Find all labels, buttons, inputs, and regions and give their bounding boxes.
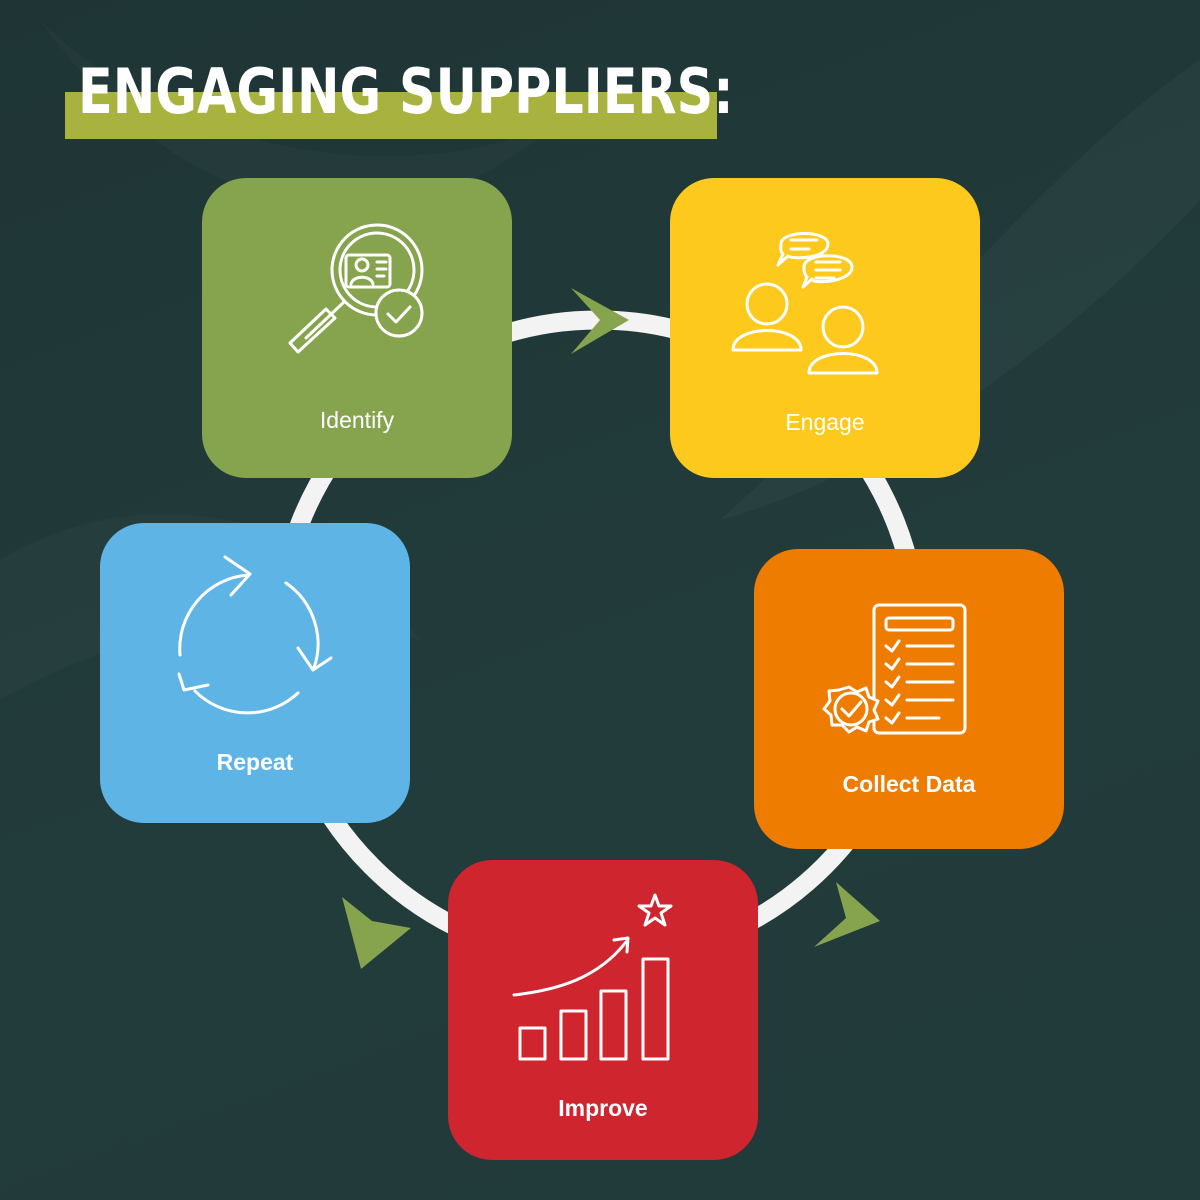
magnifier-profile-check-icon <box>288 223 424 354</box>
arrow-improve-to-repeat-icon <box>342 897 411 969</box>
step-engage: Engage <box>670 178 980 478</box>
step-improve: Improve <box>448 860 758 1160</box>
step-label: Improve <box>558 1095 648 1121</box>
step-label: Repeat <box>216 749 294 775</box>
arrow-collect-to-improve-icon <box>814 882 880 947</box>
title-highlight-bar <box>65 92 717 139</box>
people-chat-icon <box>731 232 879 375</box>
cycle-arrows-icon <box>177 555 333 715</box>
arrow-identify-to-engage-icon <box>571 288 629 354</box>
step-label: Identify <box>319 407 395 433</box>
step-label: Collect Data <box>842 771 976 797</box>
step-identify: Identify <box>202 178 512 478</box>
page-title: ENGAGING SUPPLIERS: <box>78 55 734 128</box>
step-label: Engage <box>785 409 865 435</box>
growth-chart-star-icon <box>512 893 673 1061</box>
checklist-badge-icon <box>822 603 967 735</box>
step-repeat: Repeat <box>100 523 410 823</box>
step-collect-data: Collect Data <box>754 549 1064 849</box>
